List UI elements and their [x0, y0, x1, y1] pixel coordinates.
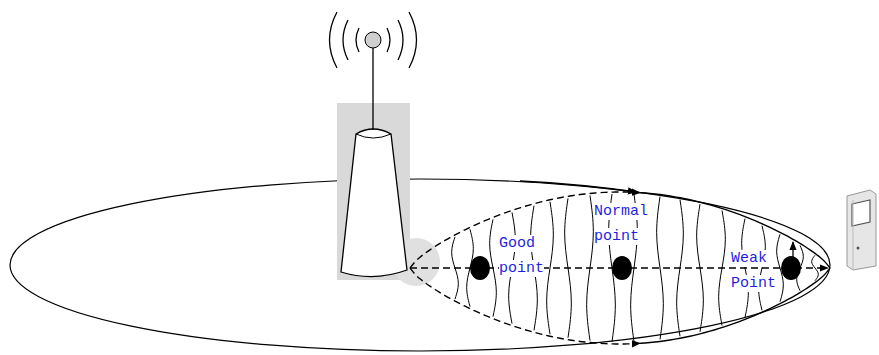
point-label-text: Normal point — [594, 203, 648, 245]
terminal-device — [847, 190, 876, 270]
coverage-ellipse — [10, 179, 830, 351]
point-label-text: Weak Point — [731, 250, 776, 292]
tower-top — [356, 134, 391, 138]
antenna-mast — [372, 48, 373, 130]
point-label: Weak Point — [731, 246, 780, 296]
tower-body — [341, 129, 407, 277]
antenna-tip — [365, 32, 381, 48]
lobe-edge — [410, 268, 640, 344]
lobe-edge — [520, 181, 636, 192]
point-dot — [781, 256, 801, 280]
radio-waves — [330, 12, 417, 68]
point-label: Good point — [499, 231, 548, 281]
point-label: Normal point — [594, 199, 652, 249]
point-label-text: Good point — [499, 235, 544, 277]
point-dot — [470, 256, 490, 280]
coverage-lobe — [410, 181, 830, 344]
point-dot — [612, 256, 632, 280]
